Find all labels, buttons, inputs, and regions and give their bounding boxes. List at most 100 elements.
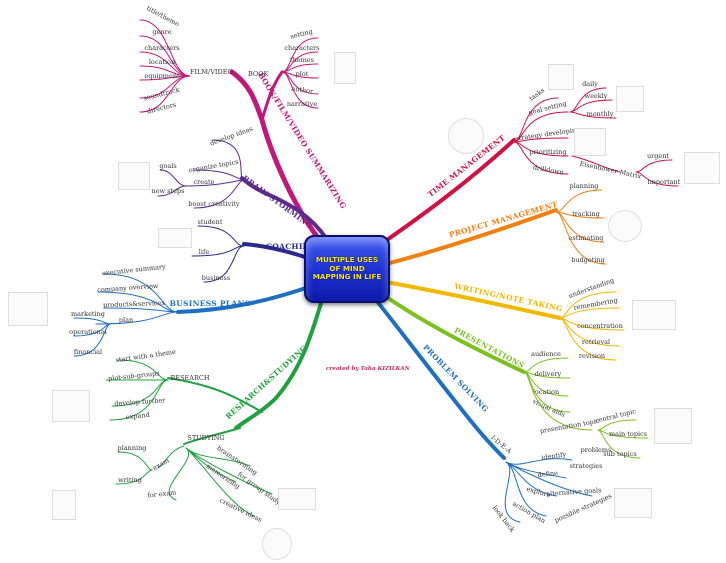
book-leaf-line: [281, 71, 319, 109]
studying-sub-branch: [183, 427, 241, 445]
writing-item: concentration: [577, 322, 623, 330]
presentation-item: presentation topic: [539, 417, 600, 435]
brainstorming-branch: [240, 176, 328, 240]
film-video-item: genre: [152, 28, 171, 36]
goals-line: [159, 169, 187, 187]
book-item: characters: [284, 44, 319, 52]
topic-item: sub topics: [603, 450, 637, 458]
book-label: BOOK: [248, 70, 269, 78]
central-topic-title: MULTIPLE USES OF MIND MAPPING IN LIFE: [312, 255, 382, 282]
project-branch: [384, 208, 558, 266]
time-item: strategy developing: [515, 126, 581, 143]
book-sub-branch: [260, 70, 284, 122]
plan-item: marketing: [71, 310, 105, 318]
idea-item: define: [537, 469, 558, 479]
exam-leaf-line: [117, 451, 153, 471]
brainstorm-item: develop ideas: [209, 125, 254, 148]
author-credit: created by Taha KIZILKAN: [326, 366, 410, 372]
time-management-icons-image: [448, 118, 484, 154]
branch-label-presentations: PRESENTATIONS: [453, 326, 526, 371]
topic-leaf-line: [597, 429, 641, 459]
business-item: executive summary: [102, 263, 167, 278]
coaching-image: [158, 228, 192, 248]
film-video-label: FILM/VIDEO: [190, 68, 233, 76]
goal-leaf-line: [569, 111, 617, 119]
exam-leaf-line: [115, 469, 153, 485]
exam-item: writing: [118, 476, 142, 484]
research-leaf-line: [109, 379, 169, 421]
central-topic: MULTIPLE USES OF MIND MAPPING IN LIFE: [304, 235, 390, 303]
research-branch: [234, 298, 324, 430]
time-branch: [382, 138, 516, 244]
research-sub-branch: [167, 377, 263, 413]
business-mindmap-image: [8, 292, 48, 326]
project-item: budgeting: [571, 256, 605, 264]
studying-item: creative ideas: [218, 497, 263, 524]
goal-item: monthly: [587, 110, 614, 118]
eisenhower-label: Eisenhower Matrix: [579, 160, 642, 181]
studying-leaf-line: [185, 447, 255, 517]
goal-item: daily: [582, 80, 598, 88]
exam-item: planning: [118, 444, 147, 452]
coaching-leaf-line: [197, 225, 245, 247]
brainstorm-item: create: [194, 178, 215, 186]
research-item: start with a theme: [115, 348, 176, 364]
business-branch: [176, 286, 308, 314]
book-item: plot: [296, 70, 309, 78]
branch-label-business: BUSINESS PLANS: [170, 299, 251, 308]
time-item: drilldown: [532, 163, 564, 176]
studying-item: for group study: [236, 470, 282, 507]
goal-target-image: [616, 86, 644, 112]
studying-label: STUDYING: [187, 434, 224, 442]
idea-extra-item: problems: [581, 446, 612, 454]
idea-item: identify: [541, 450, 567, 461]
idea-extra-item: strategies: [570, 462, 603, 470]
strategy-team-image: [574, 128, 606, 156]
project-item: planning: [570, 182, 599, 190]
film-video-item: equipment: [144, 72, 180, 80]
goals-label: goals: [159, 162, 176, 170]
research-leaf-line: [117, 359, 169, 381]
film-video-item: location: [149, 58, 175, 66]
eisenhower-leaf-line: [635, 159, 673, 173]
research-item: develop further: [114, 396, 167, 408]
film-video-item: title/theme: [145, 4, 181, 28]
presentation-mindmap-image: [654, 408, 692, 444]
coaching-item: student: [198, 218, 223, 226]
tasks-clipboard-image: [548, 64, 574, 90]
idea-leaf-line: [505, 461, 593, 497]
studying-leaf-line: [185, 447, 273, 495]
problem-branch: [374, 298, 506, 460]
plan-item: financial: [74, 348, 102, 356]
writing-notes-image: [632, 300, 676, 330]
idea-leaf-line: [505, 458, 573, 465]
presentation-item: location: [533, 388, 559, 396]
brainstorm-leaf-line: [193, 179, 245, 209]
writing-leaf-line: [559, 317, 617, 361]
idea-lightbulb-image: [262, 528, 292, 560]
time-leaf-line: [513, 141, 569, 175]
writing-item: understanding: [567, 276, 615, 300]
presentation-item: delivery: [535, 370, 562, 378]
presentation-item: audience: [531, 350, 561, 358]
business-item: company overview: [97, 282, 159, 294]
research-item: plot-sub-groups: [108, 369, 160, 382]
branch-label-brainstorming: BRAIN STORMING: [241, 174, 315, 231]
plan-item: operational: [69, 328, 107, 336]
plan-leaf-line: [73, 317, 111, 325]
studying-item: for exam: [147, 489, 177, 500]
brainstorm-item: organize topics: [188, 158, 239, 175]
time-leaf-line: [513, 111, 569, 143]
business-item: plan: [119, 316, 133, 324]
exam-line: [157, 445, 185, 469]
project-item: tracking: [572, 210, 600, 218]
topic-item: main topics: [609, 430, 647, 438]
book-item: themes: [290, 56, 314, 64]
branch-label-coaching: COACHING: [266, 242, 317, 251]
coaching-item: life: [199, 248, 210, 256]
writing-item: retrieval: [582, 338, 610, 346]
presentation-leaf-line: [523, 371, 593, 431]
writing-leaf-line: [559, 307, 621, 319]
eisenhower-matrix-image: [684, 152, 720, 184]
